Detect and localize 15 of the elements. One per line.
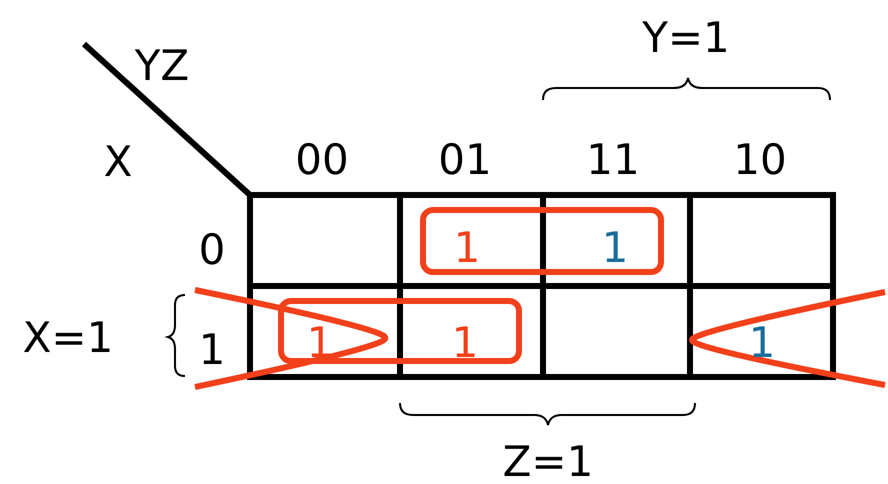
group-label: Y=1	[642, 17, 730, 59]
cell-value: 1	[748, 322, 776, 364]
row-header: 0	[198, 229, 226, 271]
column-header: 10	[733, 139, 787, 181]
variable-label: YZ	[134, 45, 190, 87]
cell-value: 1	[454, 227, 480, 269]
column-header: 01	[438, 139, 492, 181]
group-label: X=1	[22, 317, 114, 359]
cell-value: 1	[452, 322, 478, 364]
row-header: 1	[198, 329, 226, 371]
column-header: 00	[295, 139, 349, 181]
group-label: Z=1	[502, 441, 594, 483]
column-header: 11	[586, 139, 640, 181]
variable-label: X	[104, 141, 132, 183]
cell-value: 1	[602, 227, 628, 269]
